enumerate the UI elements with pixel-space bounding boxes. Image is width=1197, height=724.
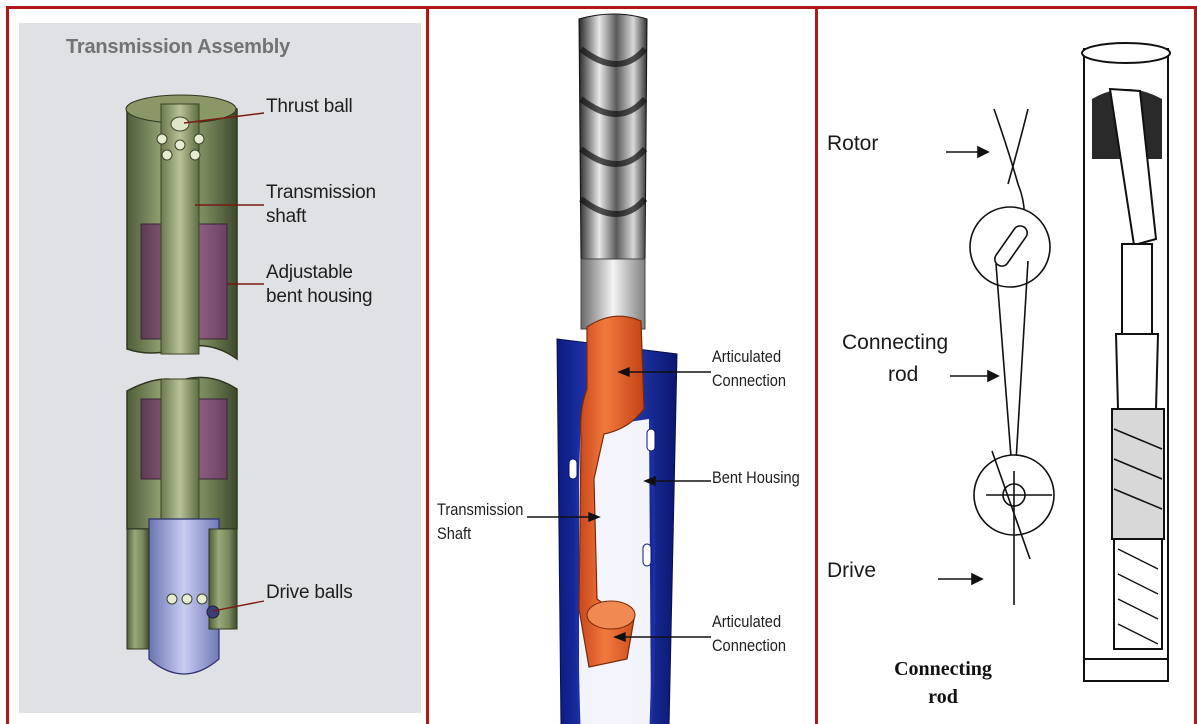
rotor-drawing [579,14,647,329]
drive-label: Drive [827,560,876,583]
transmission-shaft-label-line1: Transmission [437,501,523,519]
panel-title: Transmission Assembly [66,37,290,59]
articulated-connection-bottom-label-line1: Articulated [712,613,781,631]
articulated-connection-top-label-line1: Articulated [712,348,781,366]
connecting-rod-schematic [970,109,1054,605]
transmission-assembly-panel: Transmission Assembly Thrust ball Transm… [6,6,427,724]
articulated-connection-top-label-line2: Connection [712,372,786,390]
cutaway-housing-drawing [1082,43,1170,681]
connecting-rod-panel: Rotor Connecting rod Drive Connecting ro… [815,6,1197,724]
connecting-rod-label-line2: rod [888,364,918,387]
bent-housing-label-line2: bent housing [266,287,372,308]
transmission-shaft-label-line1: Transmission [266,183,376,204]
articulated-connection-panel: Articulated Connection Bent Housing Tran… [426,6,816,724]
rotor-label: Rotor [827,133,878,156]
caption-line2: rod [888,687,998,709]
transmission-assembly-drawing [9,9,427,724]
lower-housing [127,377,237,674]
connecting-rod-label-line1: Connecting [842,332,948,355]
articulated-connection-bottom-label-line2: Connection [712,637,786,655]
bent-housing-label-line1: Adjustable [266,263,353,284]
thrust-ball-label: Thrust ball [266,97,353,118]
transmission-shaft-label-line2: Shaft [437,525,471,543]
upper-housing [126,95,237,359]
drive-balls-label: Drive balls [266,583,353,604]
caption-line1: Connecting [888,659,998,681]
transmission-shaft-label-line2: shaft [266,207,306,228]
bent-housing-label: Bent Housing [712,469,800,487]
connecting-rod-drawing [818,9,1197,724]
